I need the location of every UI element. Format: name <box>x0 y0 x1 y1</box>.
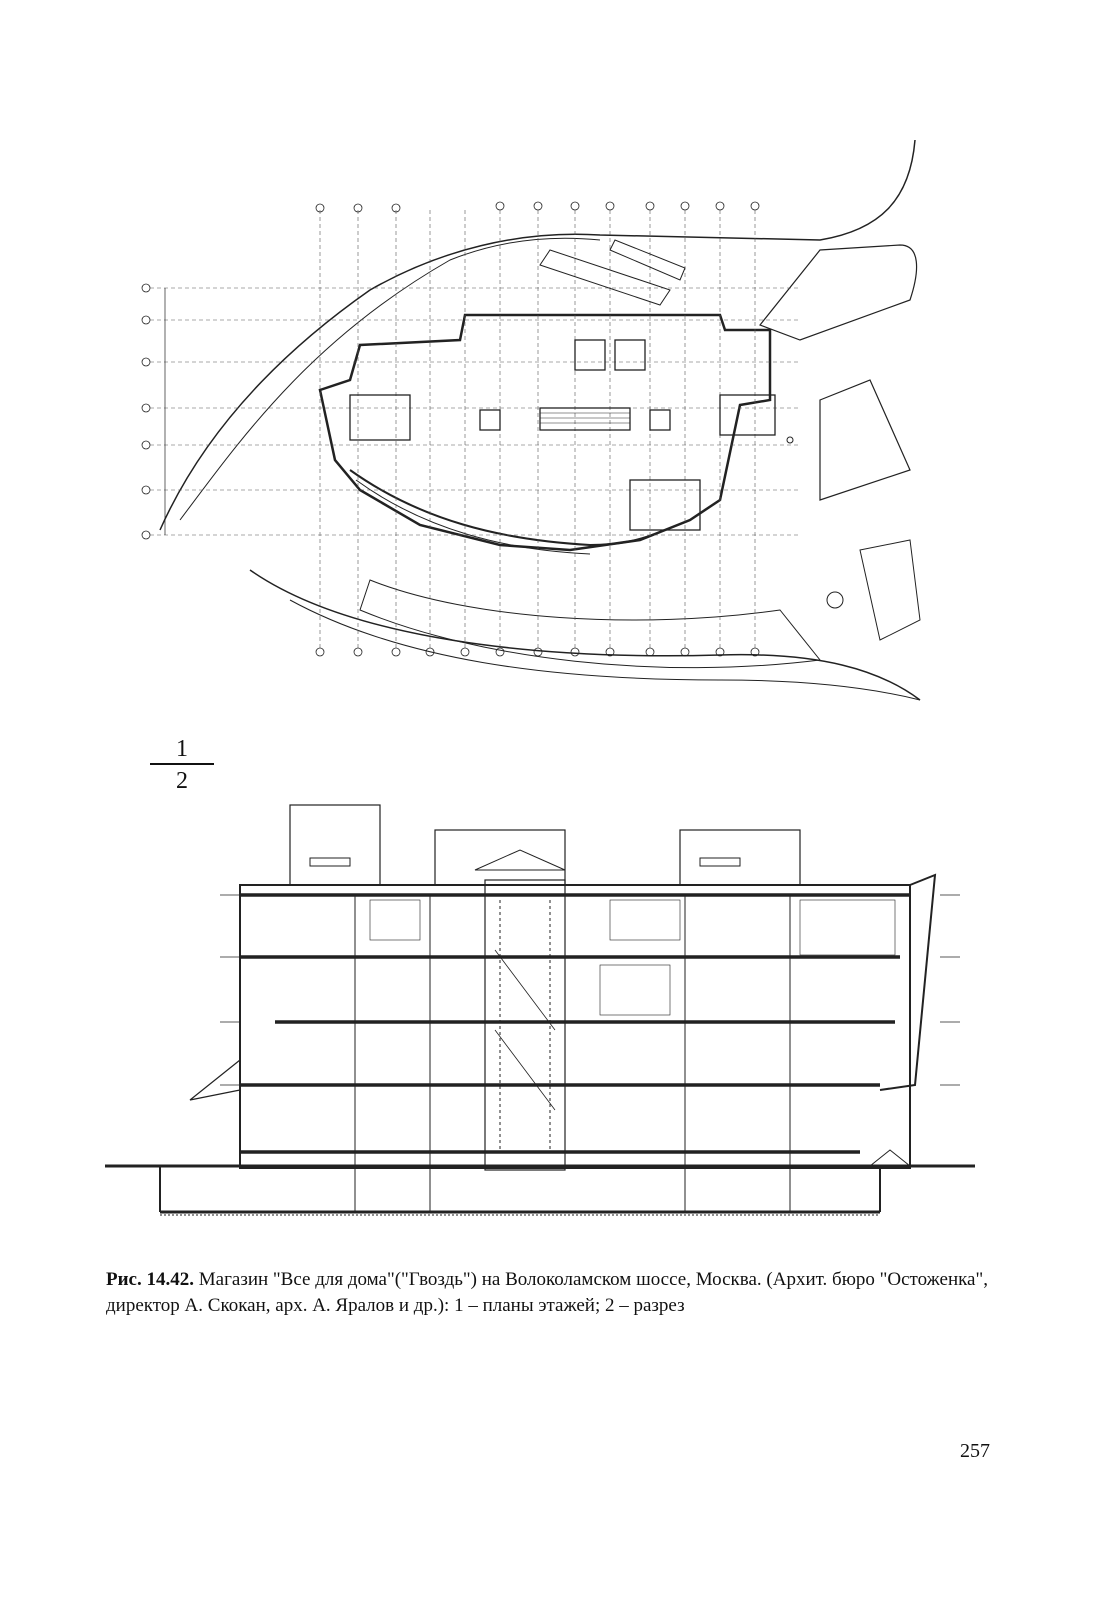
floor-plan-drawing <box>141 140 921 701</box>
part-1-label: 1 <box>176 736 188 762</box>
caption-number: Рис. 14.42. <box>106 1269 194 1290</box>
part-2-label: 2 <box>176 768 188 794</box>
figure-parts-label: 1 2 <box>150 735 214 795</box>
page-number: 257 <box>960 1440 990 1462</box>
fraction-bar <box>150 763 214 765</box>
figure-caption: Рис. 14.42. Магазин "Все для дома"("Гвоз… <box>106 1267 988 1319</box>
caption-text: Магазин "Все для дома"("Гвоздь") на Воло… <box>106 1269 988 1316</box>
section-drawing <box>105 804 975 1216</box>
